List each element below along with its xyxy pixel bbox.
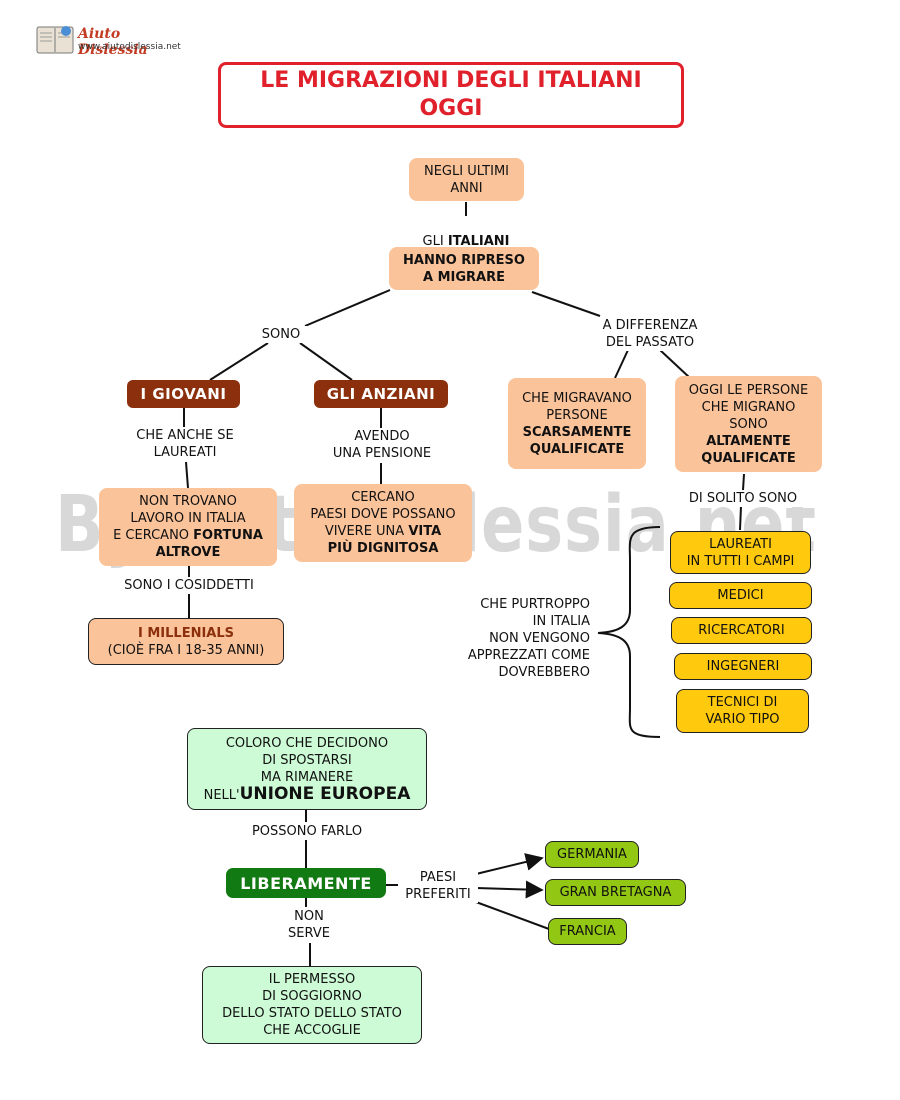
node-medici: MEDICI bbox=[669, 582, 812, 609]
node-germania: GERMANIA bbox=[545, 841, 639, 868]
node-persone-alte: OGGI LE PERSONE CHE MIGRANO SONO ALTAMEN… bbox=[675, 376, 822, 472]
site-logo: Aiuto Dislessia www.aiutodislessia.net bbox=[36, 23, 186, 58]
arrow-germania bbox=[475, 853, 544, 875]
link-che-anche: CHE ANCHE SE LAUREATI bbox=[120, 427, 250, 461]
node-cercano-paesi-bold: VITA PIÙ DIGNITOSA bbox=[327, 524, 442, 556]
link-purtroppo: CHE PURTROPPO IN ITALIA NON VENGONO APPR… bbox=[446, 596, 590, 681]
logo-site: www.aiutodislessia.net bbox=[78, 42, 181, 52]
node-gran-bretagna: GRAN BRETAGNA bbox=[545, 879, 686, 906]
node-colloro: COLORO CHE DECIDONO DI SPOSTARSI MA RIMA… bbox=[187, 728, 427, 810]
book-icon bbox=[36, 26, 74, 54]
node-persone-scarse-bold: SCARSAMENTE QUALIFICATE bbox=[522, 424, 632, 457]
line-sono-giovani bbox=[209, 342, 269, 381]
title-line-2: OGGI bbox=[419, 96, 483, 121]
node-liberamente: LIBERAMENTE bbox=[226, 868, 386, 898]
link-gli-italiani-pre: GLI bbox=[422, 234, 448, 249]
node-ricercatori: RICERCATORI bbox=[671, 617, 812, 644]
node-non-trovano-bold: FORTUNA ALTROVE bbox=[155, 528, 263, 560]
node-millenials-rest: (CIOÈ FRA I 18-35 ANNI) bbox=[107, 642, 265, 658]
node-persone-scarse: CHE MIGRAVANO PERSONE SCARSAMENTE QUALIF… bbox=[508, 378, 646, 469]
node-ingegneri: INGEGNERI bbox=[674, 653, 812, 680]
node-permesso: IL PERMESSO DI SOGGIORNO DELLO STATO DEL… bbox=[202, 966, 422, 1044]
node-millenials-bold: I MILLENIALS bbox=[137, 625, 234, 641]
link-sono-cosiddetti: SONO I COSIDDETTI bbox=[110, 577, 268, 594]
link-avendo: AVENDO UNA PENSIONE bbox=[316, 428, 448, 462]
node-persone-scarse-pre: CHE MIGRAVANO PERSONE bbox=[522, 390, 632, 423]
node-cercano-paesi-pre: CERCANO PAESI DOVE POSSANO VIVERE UNA bbox=[310, 490, 456, 539]
node-persone-alte-bold: ALTAMENTE QUALIFICATE bbox=[701, 433, 796, 466]
link-non-serve: NON SERVE bbox=[280, 908, 338, 942]
link-paesi-preferiti: PAESI PREFERITI bbox=[398, 869, 478, 903]
node-non-trovano: NON TROVANO LAVORO IN ITALIA E CERCANO F… bbox=[99, 488, 277, 566]
node-anziani: GLI ANZIANI bbox=[314, 380, 448, 408]
line-francia bbox=[475, 901, 550, 930]
line-ripreso-differenza bbox=[531, 291, 601, 317]
node-persone-alte-pre: OGGI LE PERSONE CHE MIGRANO SONO bbox=[688, 382, 809, 432]
logo-brand: Aiuto Dislessia bbox=[78, 26, 148, 58]
node-tecnici: TECNICI DI VARIO TIPO bbox=[676, 689, 809, 733]
line-ripreso-sono bbox=[304, 289, 391, 327]
link-gli-italiani: GLI ITALIANI bbox=[400, 216, 532, 250]
node-francia: FRANCIA bbox=[548, 918, 627, 945]
node-hanno-ripreso: HANNO RIPRESO A MIGRARE bbox=[389, 247, 539, 290]
link-possono-farlo: POSSONO FARLO bbox=[240, 823, 374, 840]
node-laureati: LAUREATI IN TUTTI I CAMPI bbox=[670, 531, 811, 574]
node-giovani: I GIOVANI bbox=[127, 380, 240, 408]
node-non-trovano-pre: NON TROVANO LAVORO IN ITALIA E CERCANO bbox=[113, 494, 246, 543]
node-colloro-pre: COLORO CHE DECIDONO DI SPOSTARSI MA RIMA… bbox=[203, 735, 389, 803]
line-diff-alte bbox=[659, 349, 691, 379]
node-millenials: I MILLENIALS (CIOÈ FRA I 18-35 ANNI) bbox=[88, 618, 284, 665]
node-colloro-bold: UNIONE EUROPEA bbox=[239, 783, 411, 804]
node-ultimi-anni: NEGLI ULTIMI ANNI bbox=[409, 158, 524, 201]
page-title: LE MIGRAZIONI DEGLI ITALIANI OGGI bbox=[218, 62, 684, 128]
link-di-solito: DI SOLITO SONO bbox=[672, 490, 814, 507]
node-cercano-paesi: CERCANO PAESI DOVE POSSANO VIVERE UNA VI… bbox=[294, 484, 472, 562]
link-gli-italiani-bold: ITALIANI bbox=[447, 234, 510, 249]
title-line-1: LE MIGRAZIONI DEGLI ITALIANI bbox=[260, 68, 642, 93]
link-a-differenza: A DIFFERENZA DEL PASSATO bbox=[590, 317, 710, 351]
link-sono: SONO bbox=[252, 326, 310, 343]
line-sono-anziani bbox=[299, 342, 353, 381]
line-diff-scarse bbox=[614, 349, 629, 379]
arrow-gran-bretagna bbox=[475, 880, 544, 899]
